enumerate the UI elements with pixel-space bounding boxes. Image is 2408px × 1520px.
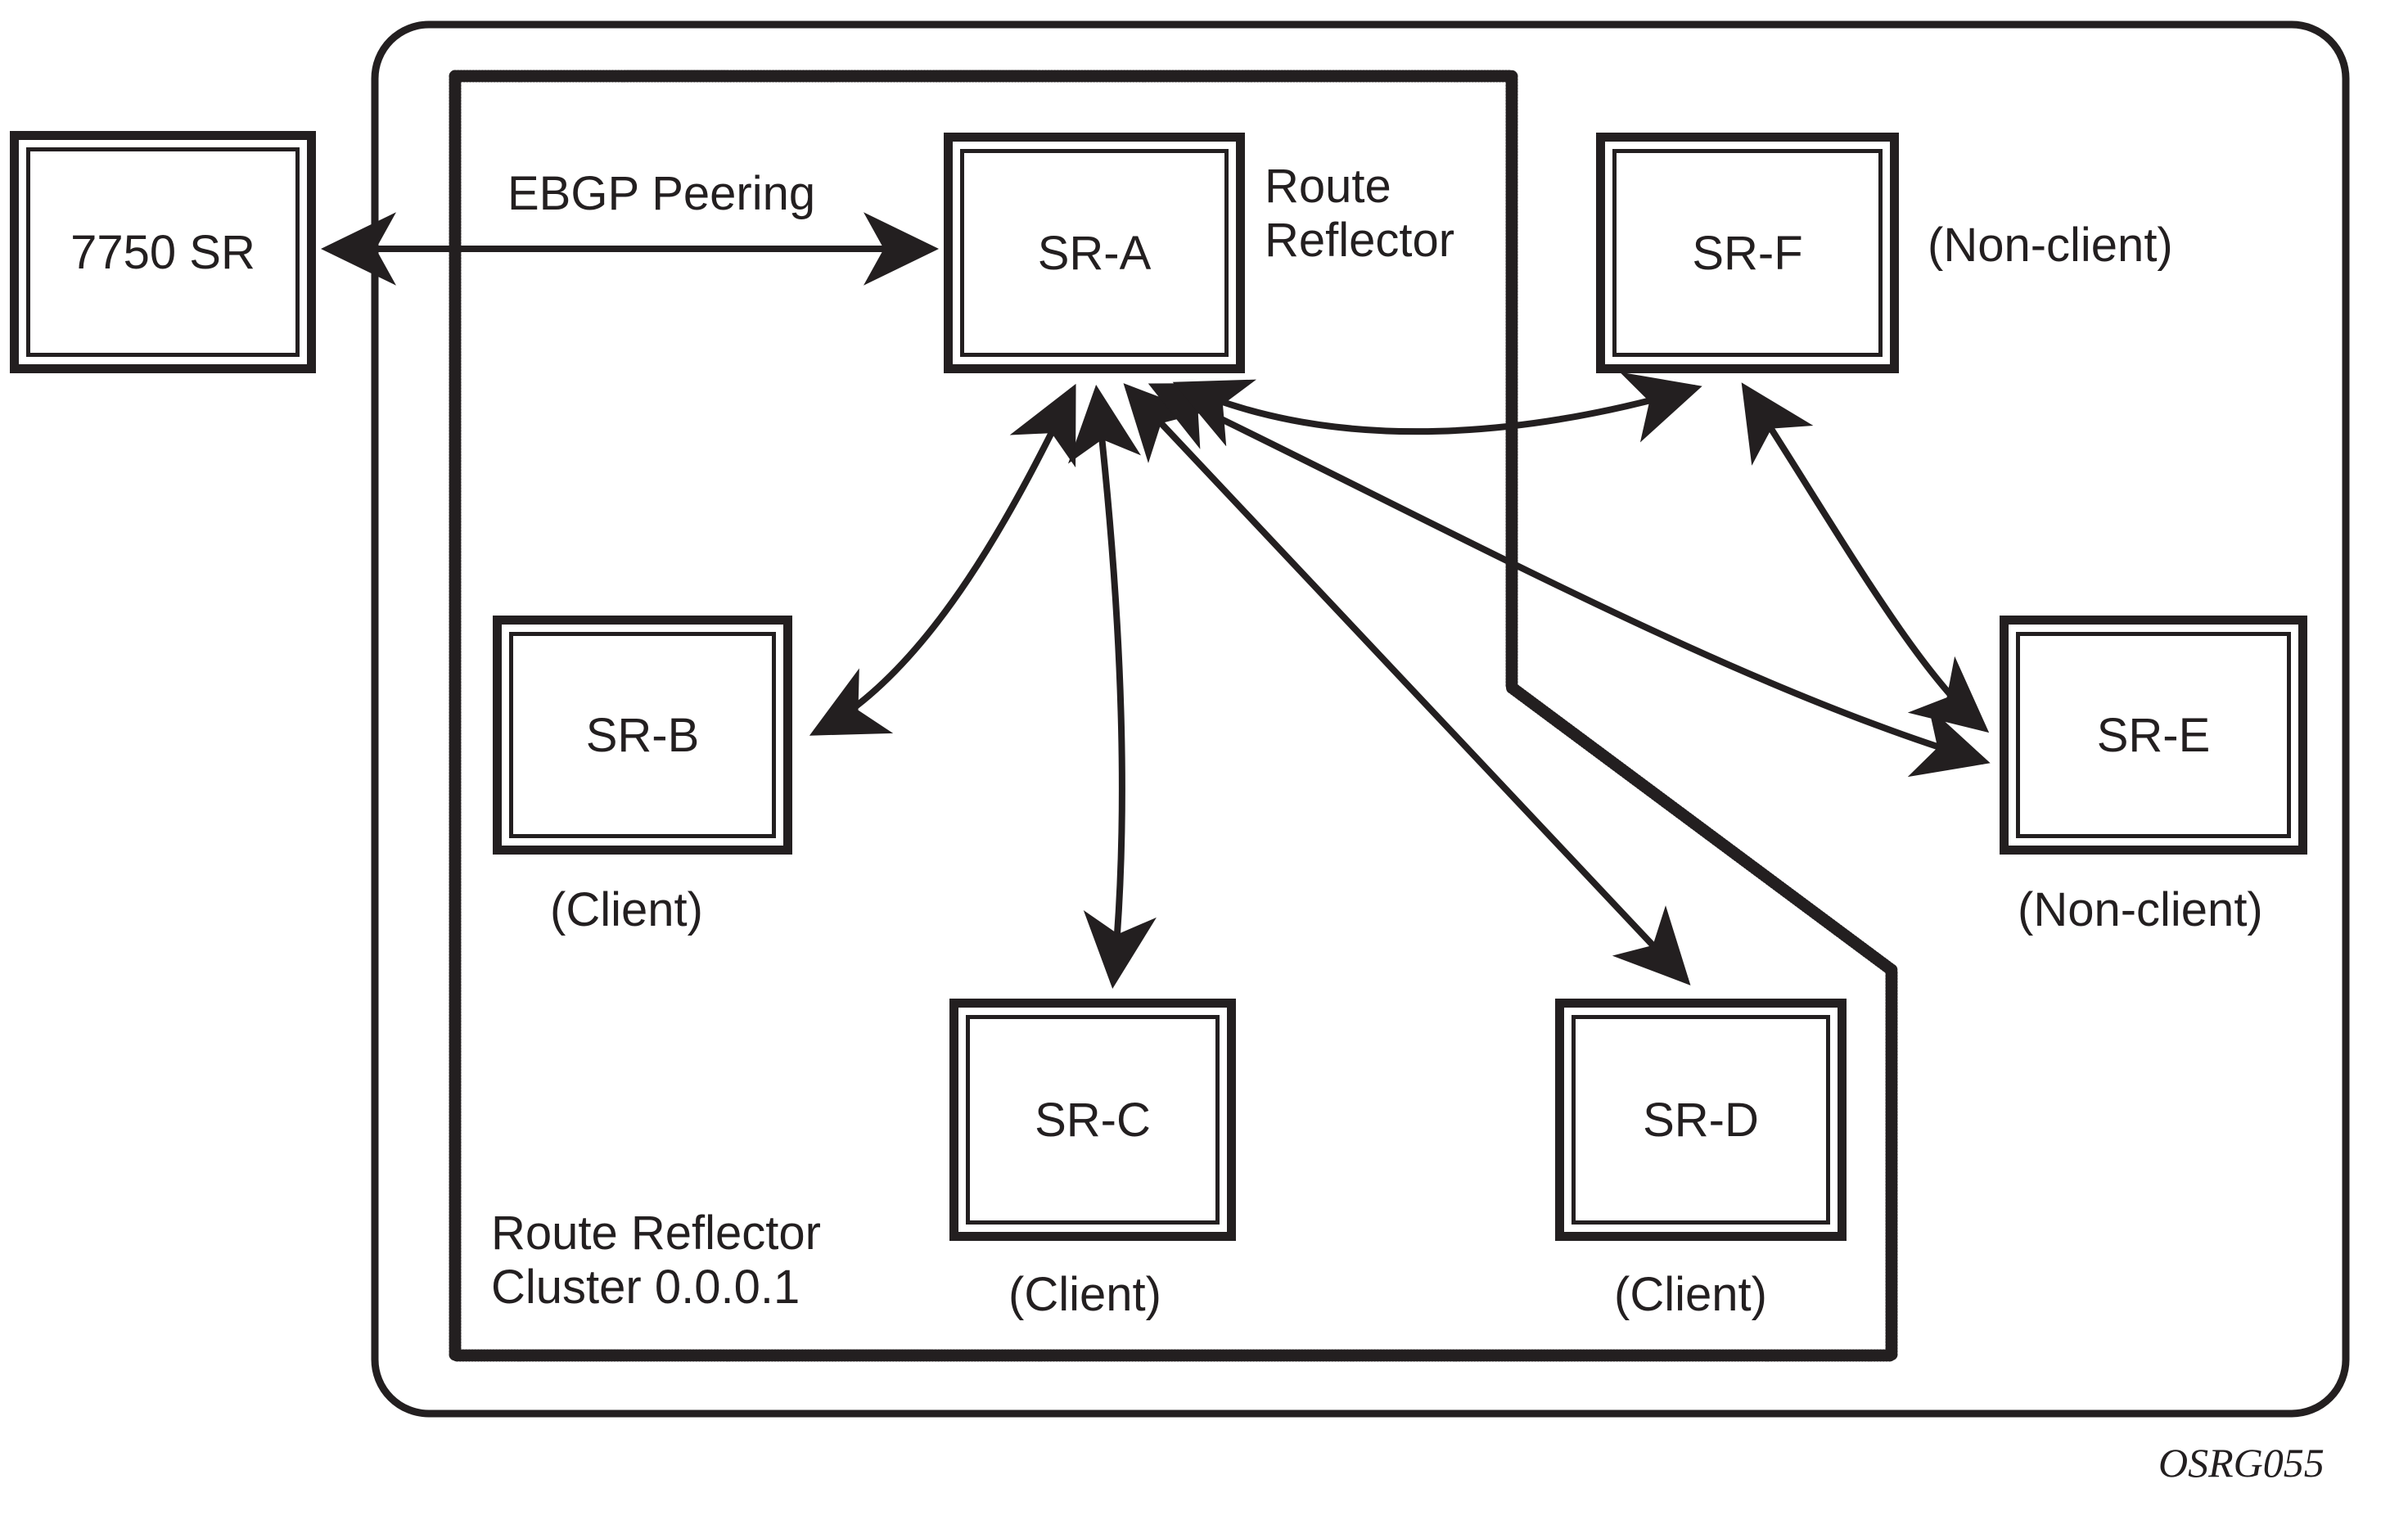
node-sr-d[interactable]: SR-D: [1555, 999, 1847, 1241]
node-7750-sr-inner: 7750 SR: [26, 147, 300, 357]
sr-b-annotation: (Client): [550, 883, 703, 936]
link-srf-sre: [1741, 382, 1990, 733]
node-sr-e-inner: SR-E: [2016, 632, 2291, 838]
link-sra-srf: [1172, 372, 1702, 447]
node-sr-e-label: SR-E: [2096, 708, 2211, 762]
outer-container-border: [371, 20, 2350, 1418]
sr-d-annotation: (Client): [1614, 1268, 1767, 1321]
node-sr-a[interactable]: SR-A: [944, 133, 1245, 373]
link-sra-src: [1067, 385, 1157, 989]
route-reflector-label-line2: Reflector: [1265, 214, 1455, 267]
figure-caption: OSRG055: [2158, 1440, 2325, 1486]
node-sr-c[interactable]: SR-C: [949, 999, 1236, 1241]
cluster-label-line1: Route Reflector: [491, 1207, 821, 1260]
node-sr-a-inner: SR-A: [960, 149, 1229, 357]
node-sr-b-inner: SR-B: [509, 632, 776, 838]
node-sr-d-label: SR-D: [1643, 1093, 1759, 1147]
node-sr-e[interactable]: SR-E: [2000, 616, 2307, 855]
node-sr-b[interactable]: SR-B: [493, 616, 792, 855]
node-sr-f-label: SR-F: [1692, 226, 1803, 280]
sr-e-annotation: (Non-client): [2018, 883, 2263, 936]
node-sr-c-inner: SR-C: [966, 1015, 1220, 1225]
node-sr-f[interactable]: SR-F: [1596, 133, 1899, 373]
route-reflector-label-line1: Route: [1265, 160, 1391, 213]
link-sra-srd: [1123, 383, 1691, 986]
node-sr-f-inner: SR-F: [1612, 149, 1883, 357]
node-7750-sr[interactable]: 7750 SR: [10, 131, 316, 373]
cluster-label-line2: Cluster 0.0.0.1: [491, 1261, 800, 1314]
sr-f-annotation: (Non-client): [1928, 219, 2173, 272]
cluster-boundary-dotted: [449, 70, 1898, 1362]
node-sr-b-label: SR-B: [585, 708, 700, 762]
node-7750-sr-label: 7750 SR: [70, 225, 255, 279]
node-sr-a-label: SR-A: [1037, 226, 1152, 280]
link-sra-srb: [809, 383, 1076, 736]
sr-c-annotation: (Client): [1008, 1268, 1161, 1321]
ebgp-peering-label: EBGP Peering: [507, 167, 816, 220]
node-sr-c-label: SR-C: [1035, 1093, 1151, 1147]
node-sr-d-inner: SR-D: [1572, 1015, 1830, 1225]
